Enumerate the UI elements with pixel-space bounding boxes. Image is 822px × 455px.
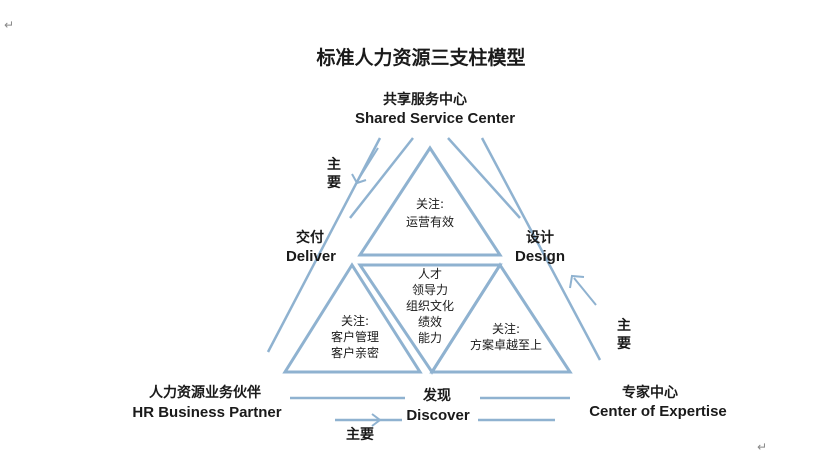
left-flow-arrow: [351, 147, 379, 185]
design-en-label: Design: [514, 248, 565, 265]
top-focus-line2: 运营有效: [405, 215, 454, 229]
outer-frame: [266, 137, 602, 422]
center-triangle: [357, 263, 503, 375]
coe-cn-label: 专家中心: [622, 385, 678, 401]
top-triangle: [357, 145, 503, 257]
left-focus-line1: 关注:: [340, 314, 370, 328]
deliver-cn-label: 交付: [296, 230, 324, 246]
coe-en-label: Center of Expertise: [589, 403, 727, 420]
right-flow-arrow: [569, 274, 597, 306]
center-item: 人才: [417, 267, 442, 281]
top-focus-line1: 关注:: [415, 197, 445, 211]
deliver-en-label: Deliver: [285, 248, 337, 265]
right-focus-line2: 方案卓越至上: [469, 338, 542, 352]
design-cn-label: 设计: [526, 230, 554, 246]
center-item: 领导力: [411, 283, 448, 297]
hrbp-en-label: HR Business Partner: [132, 404, 282, 421]
paragraph-mark: ↵: [757, 440, 768, 454]
bottom-flow-label: 主要: [346, 427, 374, 443]
ssc-cn-label: 共享服务中心: [383, 92, 467, 108]
bottom-flow-arrow: [340, 413, 382, 427]
right-focus-line1: 关注:: [491, 322, 521, 336]
center-item: 能力: [417, 331, 442, 345]
center-item: 组织文化: [405, 299, 454, 313]
page-title: 标准人力资源三支柱模型: [316, 47, 526, 69]
left-focus-line2: 客户管理: [330, 330, 379, 344]
discover-en-label: Discover: [406, 407, 470, 424]
left-flow-label: 主要: [327, 157, 341, 191]
right-flow-label: 主要: [617, 318, 631, 352]
paragraph-mark: ↵: [4, 18, 15, 32]
ssc-en-label: Shared Service Center: [354, 110, 516, 127]
discover-cn-label: 发现: [423, 388, 451, 404]
left-focus-line3: 客户亲密: [330, 346, 379, 360]
hrbp-cn-label: 人力资源业务伙伴: [149, 385, 261, 401]
center-item: 绩效: [417, 315, 442, 329]
left-triangle: [282, 262, 423, 374]
